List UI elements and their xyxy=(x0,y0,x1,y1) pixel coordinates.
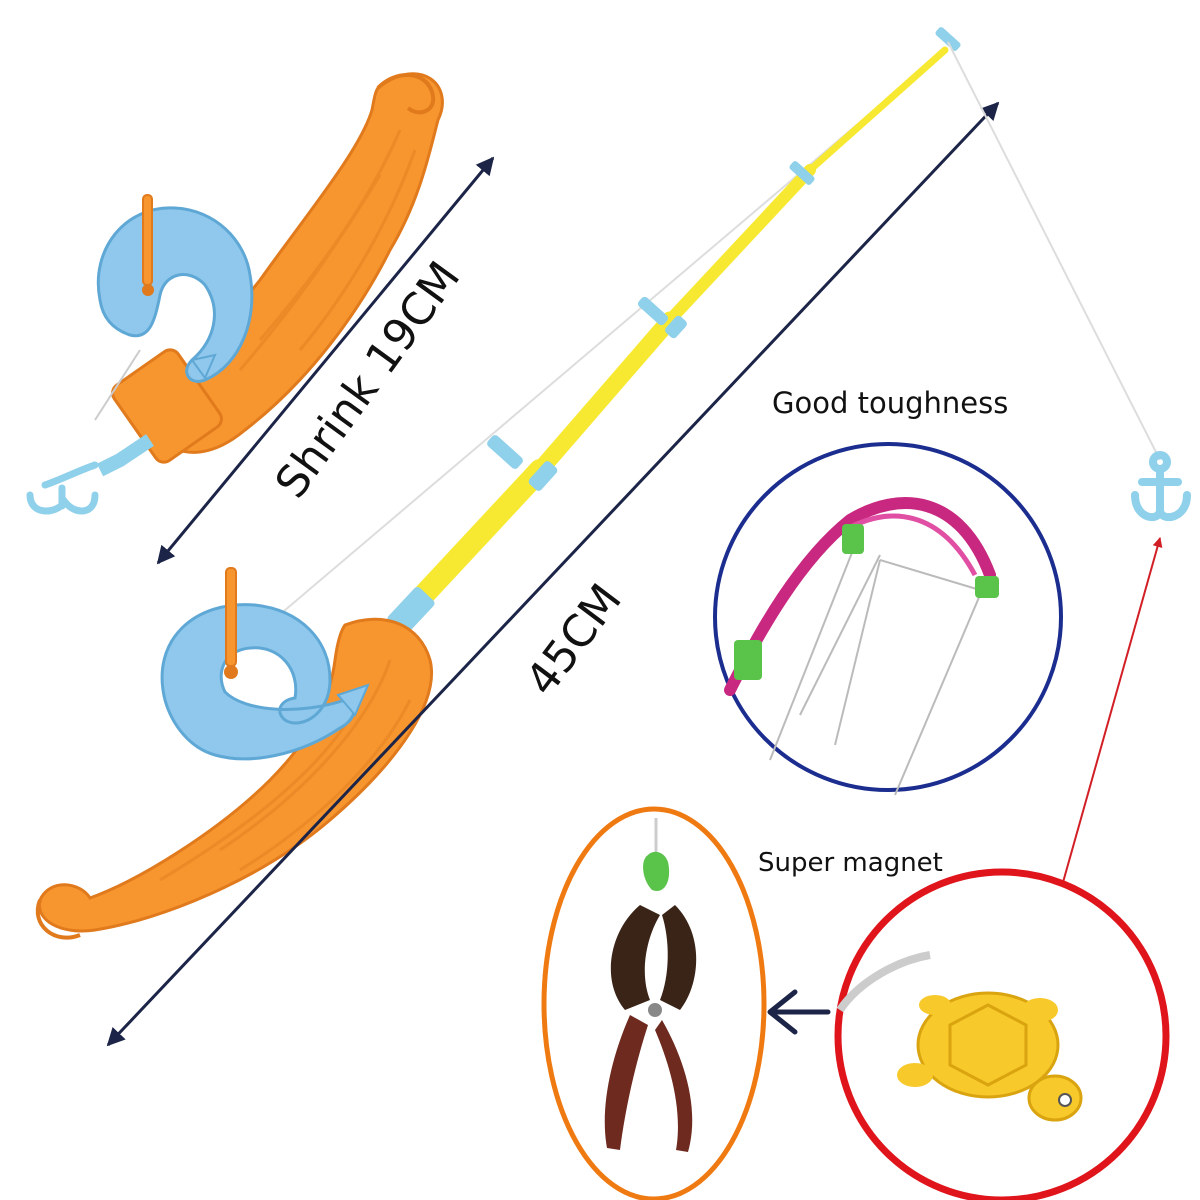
extended-handle-curl xyxy=(35,899,81,940)
toughness-circle xyxy=(713,442,1063,792)
pliers xyxy=(604,818,697,1152)
toughness-bent-rod xyxy=(724,497,999,796)
magnet-turtle xyxy=(836,951,1083,1122)
anchor-hook-icon xyxy=(1131,451,1191,522)
rod-section-2 xyxy=(531,311,679,479)
extended-reel-crank xyxy=(225,567,237,667)
collapsed-reel-crank xyxy=(142,194,153,286)
toughness-label: Good toughness xyxy=(772,386,1009,420)
hook-line xyxy=(947,41,1161,461)
magnet-to-pliers-arrow xyxy=(767,989,831,1035)
extended-dimension-arrow xyxy=(106,101,1000,1047)
collapsed-hook-icon xyxy=(26,461,99,515)
extended-handle-body xyxy=(37,617,433,933)
magnet-label: Super magnet xyxy=(758,848,943,878)
rod-section-4 xyxy=(806,46,949,174)
magnet-distance-arrow xyxy=(1057,537,1163,894)
rod-section-3 xyxy=(664,164,816,326)
extended-dolphin xyxy=(160,603,356,761)
collapsed-spring-tip xyxy=(96,434,154,477)
